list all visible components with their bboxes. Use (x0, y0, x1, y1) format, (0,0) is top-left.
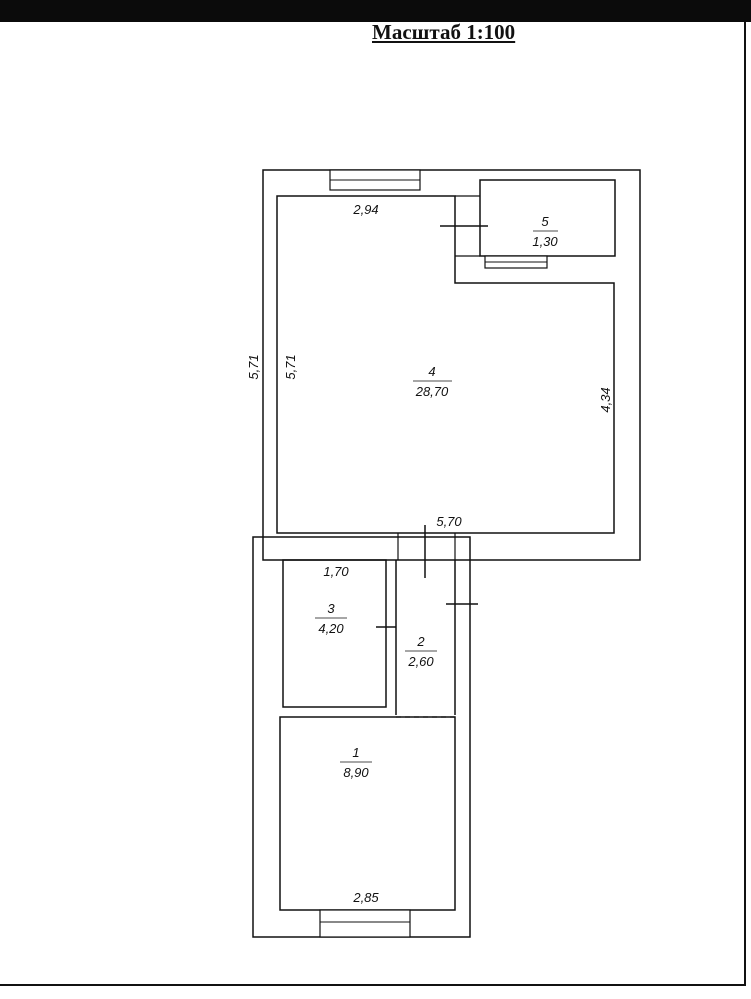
frame-bottom-border (0, 984, 746, 986)
room-4-area: 28,70 (415, 384, 449, 399)
dim-right: 4,34 (598, 387, 613, 412)
room-1-area: 8,90 (343, 765, 369, 780)
dim-room-3-width: 1,70 (323, 564, 349, 579)
wall-outer-upper (262, 169, 641, 561)
room-5-number: 5 (541, 214, 549, 229)
wall-room-1 (279, 716, 456, 911)
dim-outer-left: 5,71 (246, 354, 261, 379)
wall-room-3 (282, 559, 387, 708)
room-1-number: 1 (352, 745, 359, 760)
window-bottom-room-1 (319, 909, 411, 938)
window-room-5 (484, 255, 548, 269)
scale-title: Масштаб 1:100 (372, 20, 516, 44)
room-4-number: 4 (428, 364, 435, 379)
room-3-area: 4,20 (318, 621, 344, 636)
dim-room-4-bottom: 5,70 (436, 514, 462, 529)
dim-bottom: 2,85 (352, 890, 379, 905)
wall-room-2 (395, 560, 456, 715)
wall-step-room-5 (455, 195, 480, 257)
room-3-number: 3 (327, 601, 335, 616)
room-2-area: 2,60 (407, 654, 434, 669)
wall-outer-lower (252, 536, 471, 938)
frame-right-border (744, 22, 746, 986)
wall-inner-room-4 (276, 195, 615, 534)
room-2-number: 2 (416, 634, 425, 649)
top-black-bar (0, 0, 751, 22)
dim-top-room-4: 2,94 (352, 202, 378, 217)
room-5-area: 1,30 (532, 234, 558, 249)
window-top-room-4 (329, 169, 421, 191)
wall-opening-room-4-to-2 (397, 533, 456, 560)
dim-inner-left: 5,71 (283, 354, 298, 379)
